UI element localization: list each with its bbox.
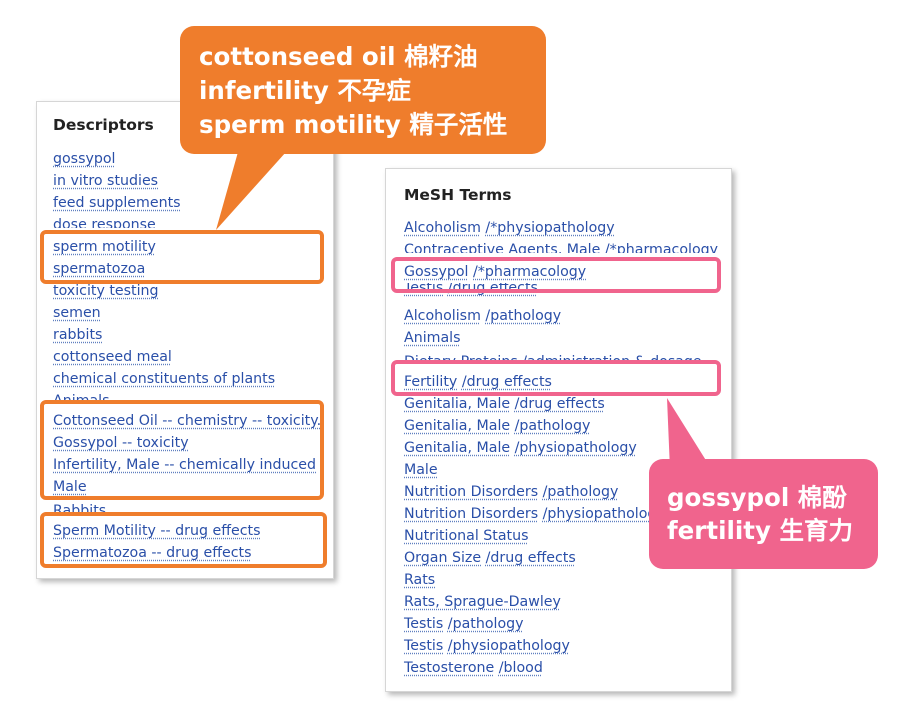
mesh-term-link[interactable]: Rats, Sprague-Dawley bbox=[404, 594, 561, 610]
mesh-term-link[interactable]: Animals bbox=[404, 330, 461, 346]
mesh-qualifier-link[interactable]: /physiopathology bbox=[542, 506, 665, 522]
orange-callout: cottonseed oil 棉籽油 infertility 不孕症 sperm… bbox=[180, 26, 546, 154]
mesh-term-row: Gossypol /*pharmacology bbox=[404, 261, 586, 283]
mesh-term-link[interactable]: Testosterone bbox=[404, 660, 495, 676]
mesh-term-row: Alcoholism /*physiopathology bbox=[404, 217, 615, 239]
callout-line: cottonseed oil 棉籽油 bbox=[199, 42, 478, 71]
mesh-qualifier-link[interactable]: /*physiopathology bbox=[485, 220, 615, 236]
mesh-term-row: Genitalia, Male /drug effects bbox=[404, 393, 605, 415]
mesh-qualifier-link[interactable]: /drug effects bbox=[461, 374, 552, 390]
mesh-term-link[interactable]: Rats bbox=[404, 572, 436, 588]
callout-line: sperm motility 精子活性 bbox=[199, 110, 508, 139]
mesh-term-link[interactable]: Genitalia, Male bbox=[404, 440, 511, 456]
descriptor-link[interactable]: chemical constituents of plants bbox=[53, 371, 276, 387]
mesh-term-row: Alcoholism /pathology bbox=[404, 305, 561, 327]
highlight-cottonseed-infertility bbox=[40, 400, 324, 500]
mesh-term-link[interactable]: Alcoholism bbox=[404, 308, 481, 324]
mesh-term-link[interactable]: Genitalia, Male bbox=[404, 418, 511, 434]
mesh-term-row: Rats, Sprague-Dawley bbox=[404, 591, 561, 613]
mesh-term-link[interactable]: Nutrition Disorders bbox=[404, 506, 539, 522]
descriptor-link[interactable]: Rabbits bbox=[53, 503, 107, 514]
descriptor-link[interactable]: dose response bbox=[53, 217, 156, 228]
descriptor-link[interactable]: in vitro studies bbox=[53, 173, 159, 189]
descriptor-link[interactable]: spermatozoa bbox=[53, 261, 146, 277]
mesh-term-row: Genitalia, Male /physiopathology bbox=[404, 437, 637, 459]
descriptor-link[interactable]: Gossypol -- toxicity bbox=[53, 435, 189, 451]
descriptor-link[interactable]: toxicity testing bbox=[53, 283, 159, 299]
mesh-term-link[interactable]: Male bbox=[404, 462, 438, 478]
mesh-term-row: Male bbox=[404, 459, 438, 481]
descriptor-link[interactable]: Spermatozoa -- drug effects bbox=[53, 545, 252, 561]
mesh-term-link[interactable]: Dietary Proteins bbox=[404, 354, 518, 363]
orange-callout-tail bbox=[216, 152, 286, 230]
mesh-term-row: Nutrition Disorders /pathology bbox=[404, 481, 618, 503]
callout-line: infertility 不孕症 bbox=[199, 76, 411, 105]
highlight-fertility bbox=[391, 360, 721, 396]
mesh-term-row: Testosterone /blood bbox=[404, 657, 543, 679]
descriptor-link[interactable]: rabbits bbox=[53, 327, 103, 343]
mesh-term-link[interactable]: Contraceptive Agents, Male bbox=[404, 242, 601, 253]
mesh-term-row: Genitalia, Male /pathology bbox=[404, 415, 590, 437]
mesh-qualifier-link[interactable]: /*pharmacology bbox=[473, 264, 587, 280]
mesh-qualifier-link[interactable]: /drug effects bbox=[514, 396, 605, 412]
mesh-term-row: Fertility /drug effects bbox=[404, 371, 552, 393]
mesh-terms-panel: MeSH Terms Alcoholism /*physiopathology … bbox=[385, 168, 732, 692]
mesh-term-row: Testis /pathology bbox=[404, 613, 524, 635]
descriptor-link[interactable]: sperm motility bbox=[53, 239, 156, 255]
mesh-term-row: Dietary Proteins /administration & dosag… bbox=[404, 351, 702, 363]
descriptor-link[interactable]: Cottonseed Oil -- chemistry -- toxicity. bbox=[53, 413, 322, 429]
mesh-qualifier-link[interactable]: /physiopathology bbox=[514, 440, 637, 456]
mesh-term-link[interactable]: Alcoholism bbox=[404, 220, 481, 236]
descriptor-link[interactable]: feed supplements bbox=[53, 195, 181, 211]
mesh-qualifier-link[interactable]: /pathology bbox=[514, 418, 591, 434]
descriptor-link[interactable]: Male bbox=[53, 479, 87, 495]
descriptor-link[interactable]: Animals bbox=[53, 393, 110, 404]
mesh-term-link[interactable]: Nutritional Status bbox=[404, 528, 529, 544]
descriptor-link[interactable]: Infertility, Male -- chemically induced bbox=[53, 457, 316, 473]
mesh-qualifier-link[interactable]: /administration & dosage bbox=[522, 354, 702, 363]
mesh-qualifier-link[interactable]: /*pharmacology bbox=[604, 242, 719, 253]
pink-callout-tail bbox=[667, 398, 712, 470]
callout-line: gossypol 棉酚 bbox=[667, 483, 847, 512]
mesh-term-row: Nutritional Status bbox=[404, 525, 528, 547]
mesh-term-link[interactable]: Fertility bbox=[404, 374, 458, 390]
mesh-term-link[interactable]: Nutrition Disorders bbox=[404, 484, 539, 500]
callout-line: fertility 生育力 bbox=[667, 516, 853, 545]
highlight-gossypol bbox=[391, 257, 721, 293]
mesh-term-link[interactable]: Gossypol bbox=[404, 264, 469, 280]
mesh-term-row: Nutrition Disorders /physiopathology bbox=[404, 503, 665, 525]
mesh-term-row: Testis /physiopathology bbox=[404, 635, 570, 657]
mesh-qualifier-link[interactable]: /pathology bbox=[485, 308, 562, 324]
mesh-terms-title: MeSH Terms bbox=[404, 186, 512, 204]
mesh-qualifier-link[interactable]: /pathology bbox=[447, 616, 524, 632]
descriptors-title: Descriptors bbox=[53, 116, 154, 134]
highlight-sperm-motility-drug-effects bbox=[40, 512, 327, 568]
mesh-qualifier-link[interactable]: /pathology bbox=[542, 484, 619, 500]
highlight-sperm-motility bbox=[40, 230, 324, 284]
mesh-term-row: Organ Size /drug effects bbox=[404, 547, 576, 569]
mesh-term-link[interactable]: Testis bbox=[404, 616, 444, 632]
mesh-term-link[interactable]: Organ Size bbox=[404, 550, 482, 566]
mesh-qualifier-link[interactable]: /physiopathology bbox=[447, 638, 570, 654]
descriptor-link[interactable]: semen bbox=[53, 305, 101, 321]
mesh-term-row: Animals bbox=[404, 327, 461, 349]
pink-callout: gossypol 棉酚 fertility 生育力 bbox=[649, 459, 878, 569]
descriptor-link[interactable]: Sperm Motility -- drug effects bbox=[53, 523, 261, 539]
mesh-term-link[interactable]: Genitalia, Male bbox=[404, 396, 511, 412]
descriptor-link[interactable]: gossypol bbox=[53, 151, 116, 167]
mesh-term-row: Contraceptive Agents, Male /*pharmacolog… bbox=[404, 239, 718, 253]
mesh-term-link[interactable]: Testis bbox=[404, 638, 444, 654]
descriptor-link[interactable]: cottonseed meal bbox=[53, 349, 172, 365]
mesh-qualifier-link[interactable]: /drug effects bbox=[485, 550, 576, 566]
mesh-qualifier-link[interactable]: /blood bbox=[498, 660, 543, 676]
mesh-term-row: Rats bbox=[404, 569, 435, 591]
